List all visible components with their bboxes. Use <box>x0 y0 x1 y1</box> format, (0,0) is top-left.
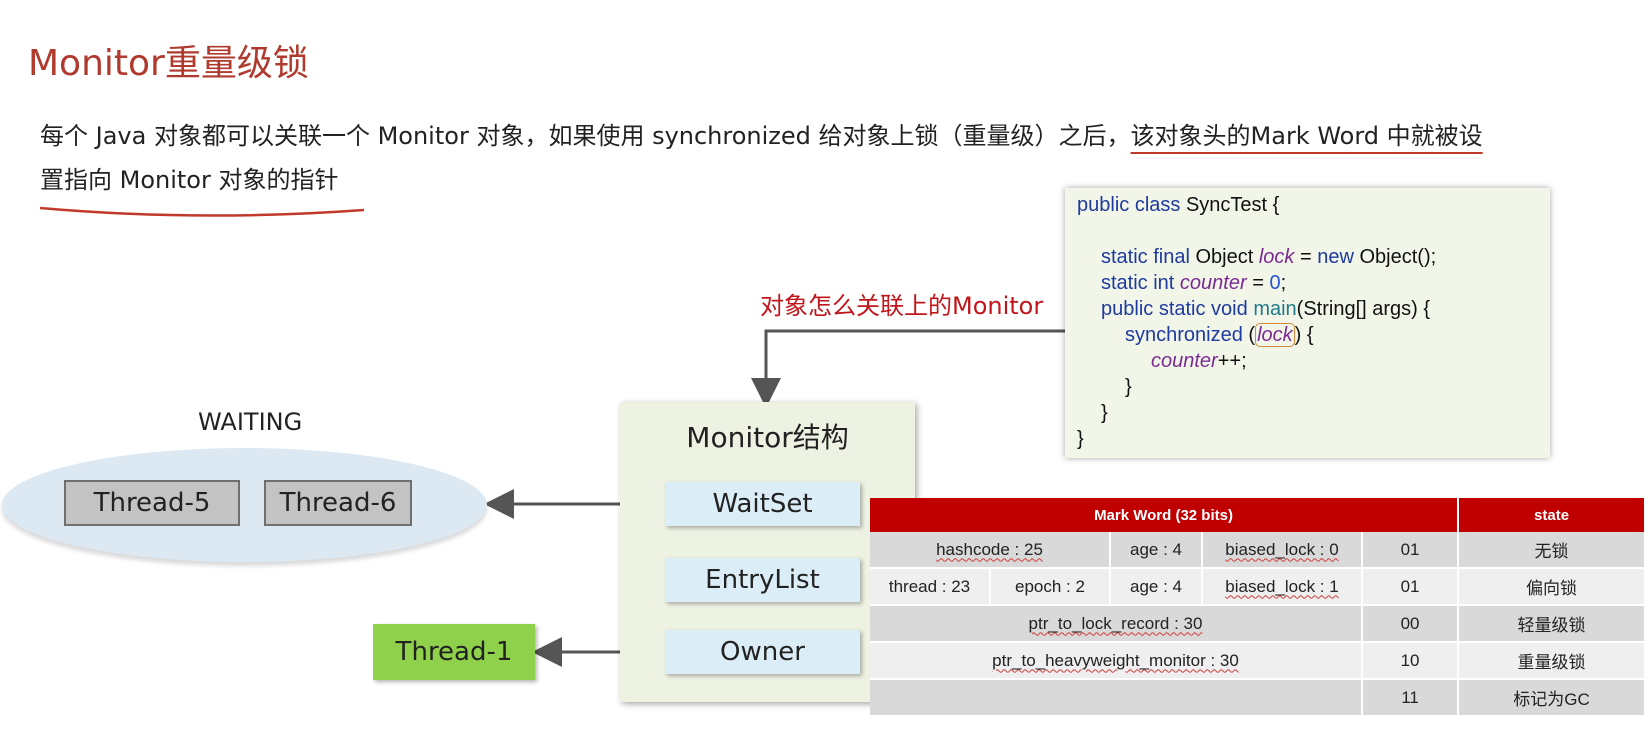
table-cell: 轻量级锁 <box>1458 605 1645 643</box>
code-line-9: } <box>1077 428 1084 450</box>
code-keyword: static int <box>1101 272 1175 294</box>
code-text: ++; <box>1217 350 1247 372</box>
code-line-4: public static void main(String[] args) { <box>1101 298 1430 321</box>
code-text: ( <box>1242 324 1256 346</box>
table-cell: ptr_to_lock_record : 30 <box>870 605 1363 643</box>
code-keyword: new <box>1317 246 1354 268</box>
table-cell: biased_lock : 1 <box>1202 568 1363 606</box>
code-line-6: counter++; <box>1151 350 1247 373</box>
cell-text: ptr_to_heavyweight_monitor : 30 <box>992 650 1239 670</box>
code-text: (String[] args) { <box>1296 298 1431 320</box>
table-row: hashcode : 25 age : 4 biased_lock : 0 01… <box>870 532 1645 569</box>
waiting-label: WAITING <box>198 408 303 436</box>
table-row: 11 标记为GC <box>870 679 1645 717</box>
table-cell: 11 <box>1362 679 1460 717</box>
table-cell: thread : 23 <box>870 568 991 606</box>
table-cell: 01 <box>1362 532 1460 569</box>
code-keyword: static final <box>1101 246 1190 268</box>
table-row: ptr_to_lock_record : 30 00 轻量级锁 <box>870 605 1645 643</box>
cell-text: hashcode : 25 <box>936 539 1043 559</box>
cell-text: biased_lock : 0 <box>1225 539 1339 559</box>
code-text: = <box>1246 272 1270 294</box>
table-cell: epoch : 2 <box>990 568 1111 606</box>
code-line-8: } <box>1101 402 1108 424</box>
underline-stroke <box>39 206 365 217</box>
table-cell: biased_lock : 0 <box>1202 532 1363 569</box>
code-line-2: static final Object lock = new Object(); <box>1101 246 1436 269</box>
cell-text: biased_lock : 1 <box>1225 576 1339 596</box>
mark-word-table: Mark Word (32 bits) state hashcode : 25 … <box>870 498 1645 717</box>
thread-6-box: Thread-6 <box>264 480 412 526</box>
state-header: state <box>1458 498 1645 532</box>
table-row: thread : 23 epoch : 2 age : 4 biased_loc… <box>870 568 1645 606</box>
table-cell: hashcode : 25 <box>870 532 1111 569</box>
table-cell: 无锁 <box>1458 532 1645 569</box>
table-cell: 标记为GC <box>1458 679 1645 717</box>
question-label: 对象怎么关联上的Monitor <box>760 292 1044 320</box>
owner-slot: Owner <box>665 630 860 674</box>
entrylist-slot: EntryList <box>665 558 860 602</box>
description-paragraph: 每个 Java 对象都可以关联一个 Monitor 对象，如果使用 synchr… <box>40 114 1520 202</box>
monitor-title: Monitor结构 <box>686 421 849 454</box>
code-field: lock <box>1258 246 1295 268</box>
code-number: 0 <box>1269 272 1281 294</box>
code-text: = <box>1294 246 1318 268</box>
code-field: counter <box>1151 350 1218 372</box>
cell-text: ptr_to_lock_record : 30 <box>1028 613 1203 633</box>
table-cell <box>870 679 1363 717</box>
code-field-highlighted: lock <box>1255 323 1295 347</box>
table-cell: age : 4 <box>1110 532 1203 569</box>
table-header-row: Mark Word (32 bits) state <box>870 498 1645 532</box>
code-line-1: public class SyncTest { <box>1077 194 1279 217</box>
code-text: ; <box>1280 272 1287 294</box>
code-keyword: public static void <box>1101 298 1248 320</box>
table-cell: 10 <box>1362 642 1460 680</box>
table-cell: age : 4 <box>1110 568 1203 606</box>
code-text: SyncTest { <box>1180 194 1280 216</box>
thread-5-box: Thread-5 <box>64 480 240 526</box>
code-line-5: synchronized (lock) { <box>1125 323 1314 347</box>
paragraph-highlight-a: 该对象头的Mark Word 中就被设 <box>1130 122 1483 150</box>
code-text: Object <box>1189 246 1259 268</box>
code-keyword: public class <box>1077 194 1181 216</box>
page-title: Monitor重量级锁 <box>28 43 309 84</box>
waitset-slot: WaitSet <box>665 482 860 526</box>
table-row: ptr_to_heavyweight_monitor : 30 10 重量级锁 <box>870 642 1645 680</box>
code-method: main <box>1253 298 1297 320</box>
table-cell: 偏向锁 <box>1458 568 1645 606</box>
table-cell: 重量级锁 <box>1458 642 1645 680</box>
code-keyword: synchronized <box>1125 324 1243 346</box>
code-line-3: static int counter = 0; <box>1101 272 1286 295</box>
code-snippet: public class SyncTest { static final Obj… <box>1065 188 1550 458</box>
table-cell: 00 <box>1362 605 1460 643</box>
mark-word-header: Mark Word (32 bits) <box>870 498 1460 532</box>
table-cell: ptr_to_heavyweight_monitor : 30 <box>870 642 1363 680</box>
code-text: ) { <box>1294 324 1314 346</box>
code-field: counter <box>1179 272 1247 294</box>
paragraph-highlight-b: 置指向 Monitor 对象的指针 <box>40 166 339 194</box>
table-cell: 01 <box>1362 568 1460 606</box>
code-text: Object(); <box>1353 246 1437 268</box>
code-line-7: } <box>1125 376 1132 398</box>
paragraph-text: 每个 Java 对象都可以关联一个 Monitor 对象，如果使用 synchr… <box>40 122 1131 150</box>
thread-1-box: Thread-1 <box>373 624 535 680</box>
